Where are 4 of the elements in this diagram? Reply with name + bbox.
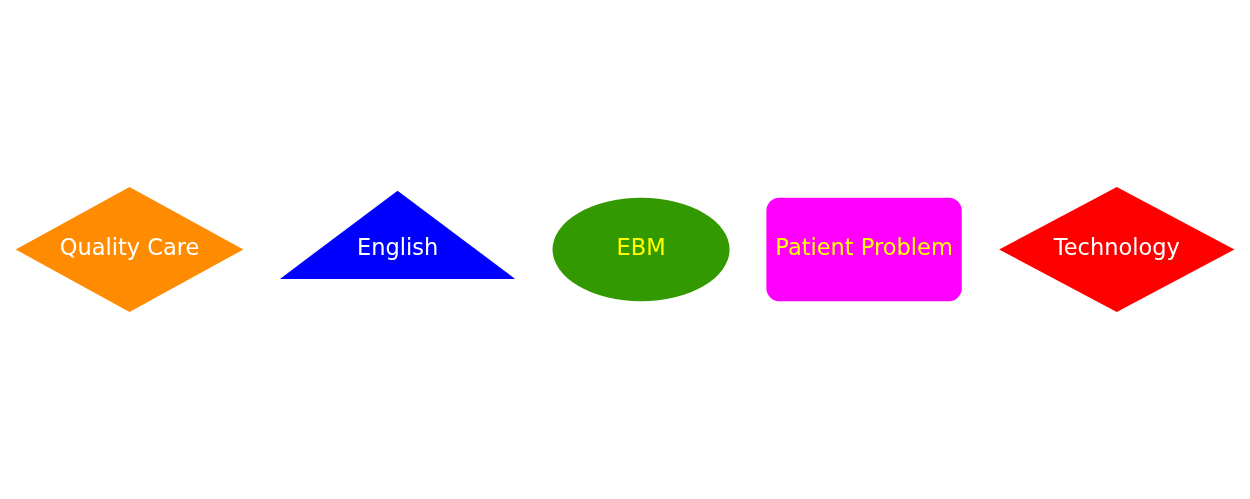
node-box: Patient Problem	[766, 197, 962, 302]
node-diamond: Technology	[999, 187, 1235, 312]
node-diamond: Quality Care	[15, 187, 244, 312]
node-ellipse: EBM	[552, 197, 730, 302]
